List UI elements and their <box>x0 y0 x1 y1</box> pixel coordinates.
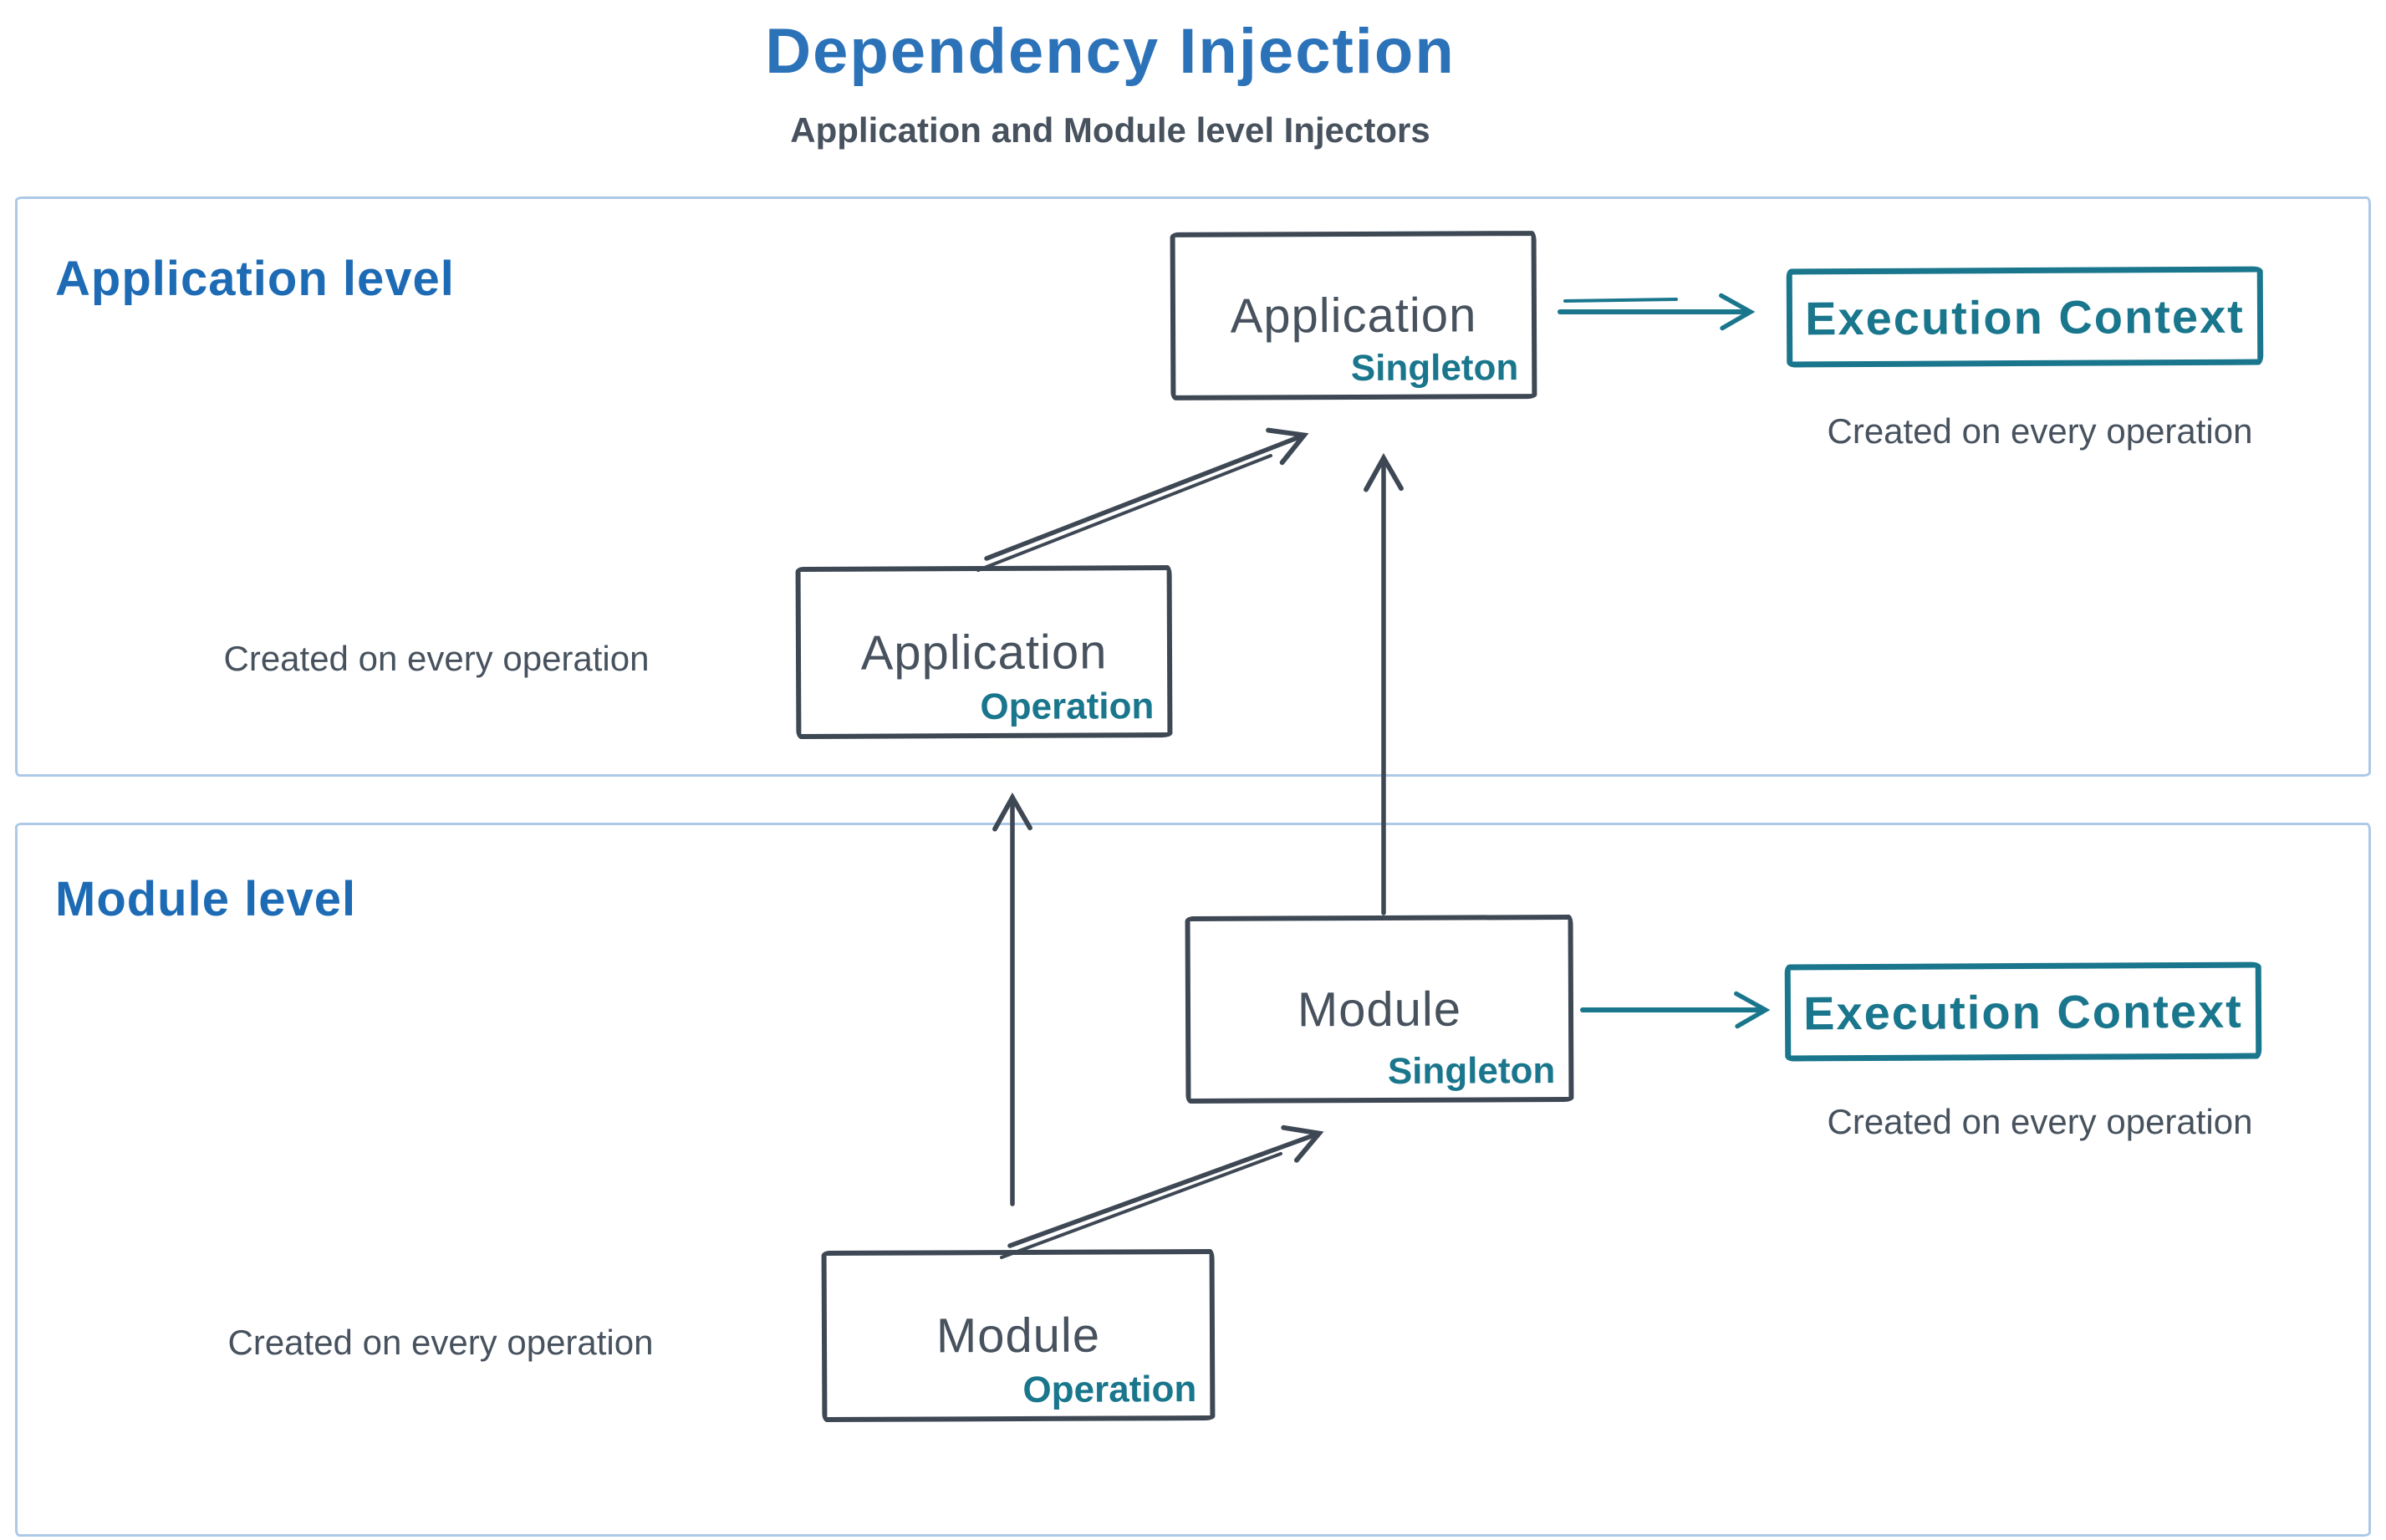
application-execution-context-label: Execution Context <box>1805 289 2245 344</box>
module-operation-scope: Operation <box>1022 1369 1197 1410</box>
module-execution-context-label: Execution Context <box>1803 984 2243 1039</box>
application-level-label: Application level <box>55 252 455 306</box>
module-execution-context-box: Execution Context <box>1784 961 2262 1062</box>
diagram-title: Dependency Injection <box>765 16 1456 87</box>
application-singleton-scope: Singleton <box>1350 347 1519 390</box>
module-level-region <box>15 823 2371 1537</box>
module-singleton-box: Module Singleton <box>1185 914 1574 1104</box>
module-level-label: Module level <box>55 872 357 926</box>
module-singleton-scope: Singleton <box>1387 1050 1556 1092</box>
application-execution-context-caption: Created on every operation <box>1827 411 2253 451</box>
application-level-region <box>15 196 2371 777</box>
application-operation-box: Application Operation <box>795 565 1173 739</box>
application-operation-caption: Created on every operation <box>223 639 650 678</box>
application-execution-context-box: Execution Context <box>1786 266 2264 368</box>
application-operation-scope: Operation <box>980 686 1155 728</box>
module-operation-caption: Created on every operation <box>227 1323 654 1362</box>
application-operation-name: Application <box>860 624 1108 681</box>
module-singleton-name: Module <box>1297 982 1462 1037</box>
module-operation-name: Module <box>936 1308 1101 1364</box>
module-operation-box: Module Operation <box>821 1248 1216 1423</box>
diagram-subtitle: Application and Module level Injectors <box>790 110 1430 150</box>
module-execution-context-caption: Created on every operation <box>1827 1102 2253 1141</box>
application-singleton-box: Application Singleton <box>1170 231 1537 400</box>
application-singleton-name: Application <box>1230 288 1477 344</box>
